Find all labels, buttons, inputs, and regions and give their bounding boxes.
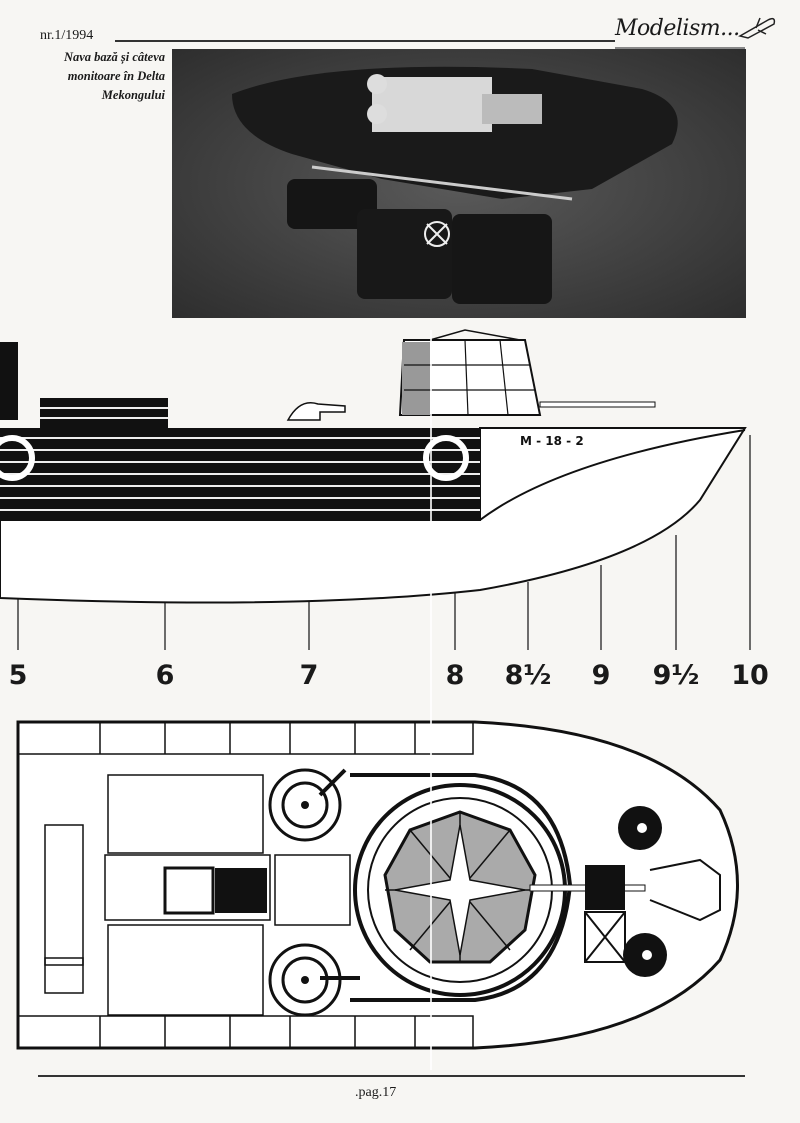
photo-caption: Nava bază și câteva monitoare în Delta M… <box>63 50 165 102</box>
station-label: 10 <box>731 660 769 691</box>
station-label: 7 <box>299 660 319 691</box>
airplane-icon <box>738 17 776 39</box>
hull-marking: M - 18 - 2 <box>520 434 584 448</box>
station-label: 6 <box>155 660 175 691</box>
station-label: 9½ <box>652 660 700 691</box>
station-label: 9 <box>591 660 611 691</box>
header-rule <box>115 40 615 42</box>
station-label: 8 <box>445 660 465 691</box>
station-label: 5 <box>8 660 28 691</box>
side-elevation-drawing: M - 18 - 2 <box>0 329 751 650</box>
station-label: 8½ <box>504 660 552 691</box>
issue-number: nr.1/1994 <box>40 28 94 43</box>
footer-rule <box>38 1075 745 1077</box>
magazine-logo: Modelism... <box>615 16 740 41</box>
aerial-photo <box>172 49 746 318</box>
page-number: .pag.17 <box>355 1085 397 1100</box>
page-fold-line <box>430 330 432 1070</box>
plan-view-drawing <box>16 720 739 1050</box>
